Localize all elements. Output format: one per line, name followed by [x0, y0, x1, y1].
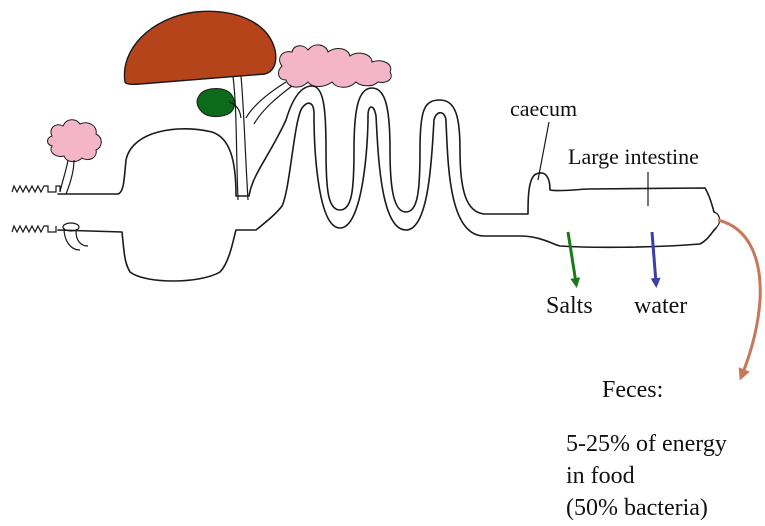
- water-arrow: [652, 232, 656, 283]
- trachea-stub: [76, 231, 88, 246]
- salts-label: Salts: [546, 294, 593, 318]
- lower-teeth: [12, 226, 56, 232]
- gut-lower-wall: [58, 103, 716, 281]
- feces-arrow: [718, 220, 760, 375]
- feces-title: Feces:: [602, 378, 663, 402]
- salivary-gland: [48, 120, 102, 162]
- salts-arrow: [568, 232, 576, 283]
- feces-food-line: in food: [566, 464, 635, 488]
- feces-energy-line: 5-25% of energy: [566, 432, 727, 456]
- caecum-label: caecum: [510, 98, 577, 120]
- liver: [124, 11, 275, 84]
- bile-duct: [241, 76, 248, 200]
- upper-teeth: [12, 186, 60, 192]
- caecum-leader: [538, 122, 549, 180]
- salivary-duct: [60, 160, 68, 192]
- feces-bacteria-line: (50% bacteria): [566, 496, 708, 520]
- gall-bladder: [197, 89, 234, 117]
- water-label: water: [634, 294, 687, 318]
- pancreas: [279, 45, 392, 87]
- pancreatic-duct: [246, 82, 286, 118]
- large-intestine-label: Large intestine: [568, 146, 699, 168]
